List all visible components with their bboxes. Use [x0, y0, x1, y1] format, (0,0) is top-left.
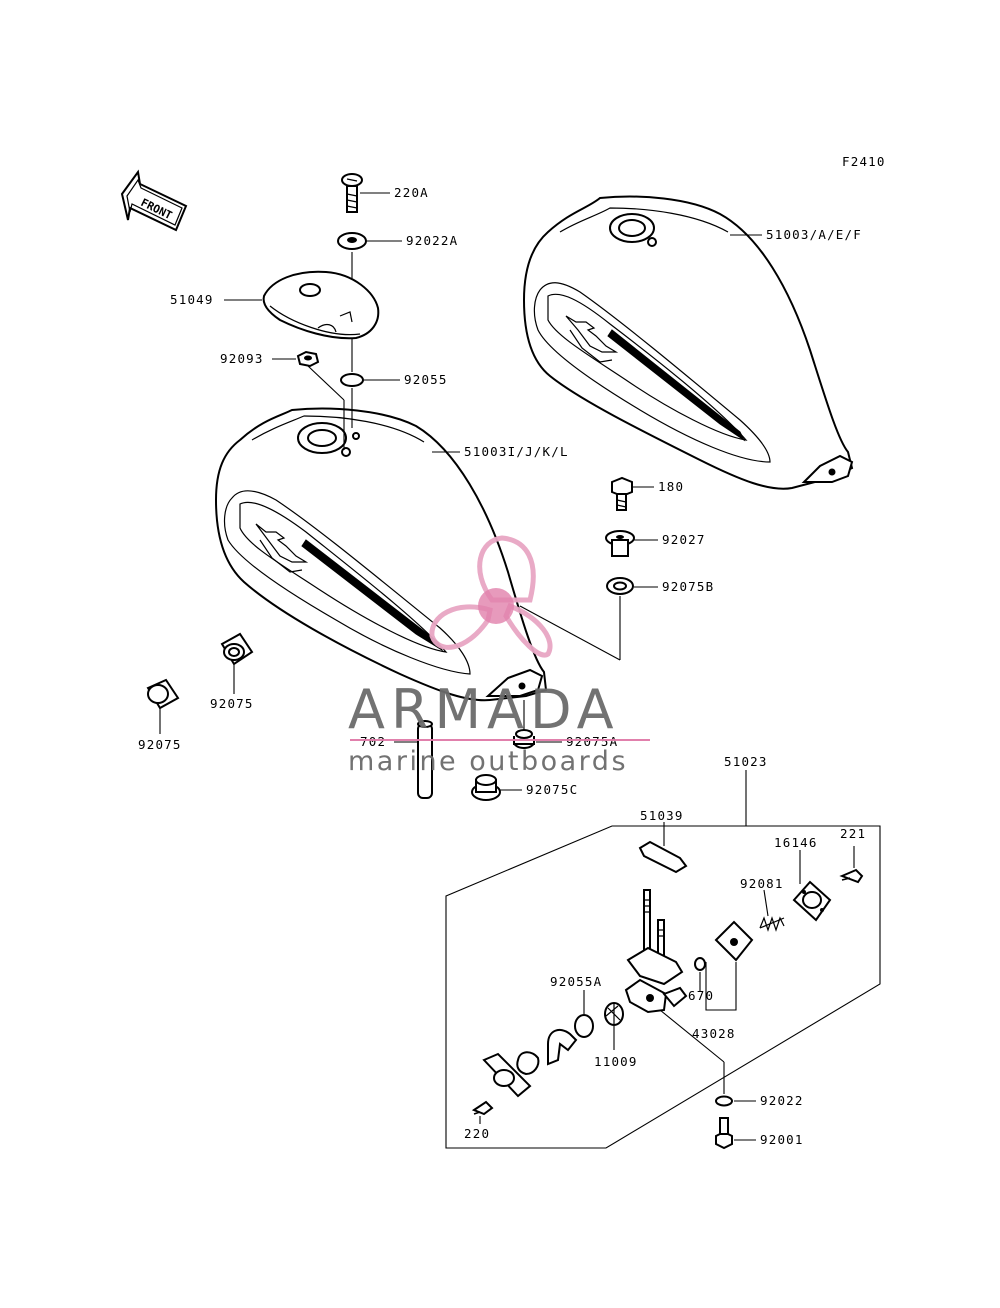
lever-and-seals [516, 1028, 578, 1076]
plate-220-assembly [482, 1052, 532, 1098]
figure-code: F2410 [842, 154, 886, 169]
assembly-frame-51023 [445, 825, 881, 1149]
o-ring-670 [694, 957, 706, 971]
fuel-tank-left [214, 407, 548, 702]
label-670: 670 [688, 988, 714, 1003]
bolt-180 [611, 476, 633, 511]
o-ring-92055 [340, 373, 364, 387]
label-92081: 92081 [740, 876, 784, 891]
label-92075B: 92075B [662, 579, 714, 594]
o-ring-92055A [574, 1014, 594, 1038]
label-702: 702 [360, 734, 386, 749]
hose-702 [417, 720, 433, 799]
front-arrow-icon: FRONT [120, 169, 188, 232]
washer-92022 [715, 1095, 733, 1107]
screw-221 [839, 868, 864, 884]
fuel-cock-body [624, 889, 688, 1014]
label-92075C: 92075C [526, 782, 578, 797]
label-92055: 92055 [404, 372, 448, 387]
label-92022A: 92022A [406, 233, 458, 248]
spring-92081 [759, 916, 785, 932]
watermark-tagline: marine outboards [348, 746, 628, 777]
damper-92075-upper [220, 632, 254, 666]
gasket-51039 [638, 840, 688, 874]
damper-92075B [606, 577, 634, 595]
label-51003-IJKL: 51003I/J/K/L [464, 444, 569, 459]
label-180: 180 [658, 479, 684, 494]
watermark: ARMADA marine outboards [348, 535, 650, 777]
fuel-tank-right [522, 195, 854, 490]
nut-92093 [296, 350, 320, 368]
label-92055A: 92055A [550, 974, 602, 989]
label-92027: 92027 [662, 532, 706, 547]
damper-92075-lower [146, 678, 180, 710]
filter-11009 [604, 1002, 624, 1026]
label-16146: 16146 [774, 835, 818, 850]
label-220: 220 [464, 1126, 490, 1141]
label-51049: 51049 [170, 292, 214, 307]
label-92022: 92022 [760, 1093, 804, 1108]
label-51023: 51023 [724, 754, 768, 769]
collar-92027 [605, 530, 635, 557]
label-11009: 11009 [594, 1054, 638, 1069]
screw-220 [471, 1100, 494, 1116]
label-51003-AEF: 51003/A/E/F [766, 227, 862, 242]
label-92075-upper: 92075 [210, 696, 254, 711]
label-92075-lower: 92075 [138, 737, 182, 752]
label-51039: 51039 [640, 808, 684, 823]
grommet-92075C [471, 774, 501, 801]
watermark-brand: ARMADA [348, 678, 620, 741]
label-43028: 43028 [692, 1026, 736, 1041]
bolt-92001 [715, 1117, 733, 1150]
cap-cover-51049 [262, 270, 380, 340]
label-92093: 92093 [220, 351, 264, 366]
label-92001: 92001 [760, 1132, 804, 1147]
diaphragm-43028 [714, 920, 754, 962]
label-92075A: 92075A [566, 734, 618, 749]
bolt-220A [341, 173, 363, 213]
label-221: 221 [840, 826, 866, 841]
propeller-logo-icon [429, 535, 553, 658]
washer-92022A [337, 232, 367, 250]
label-220A: 220A [394, 185, 429, 200]
cover-16146 [792, 880, 832, 922]
